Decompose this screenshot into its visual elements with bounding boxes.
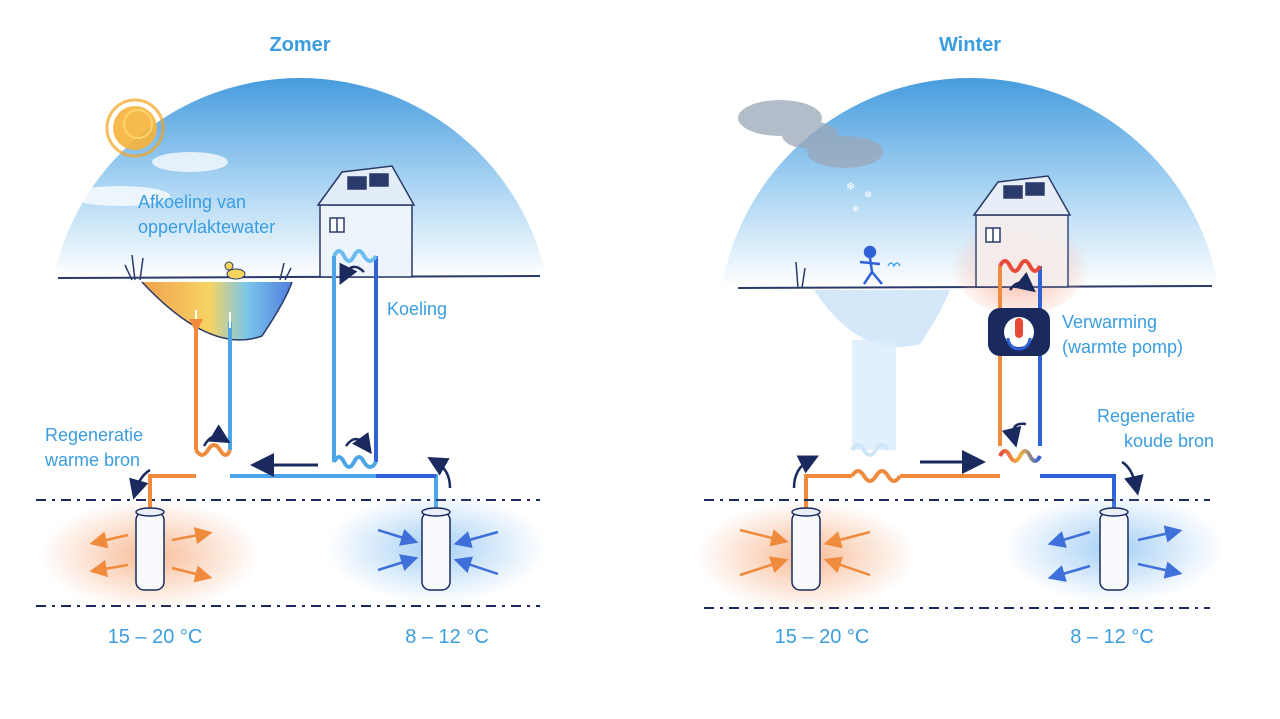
winter-up-arrow [792, 455, 819, 489]
frozen-pond-pipes [852, 340, 896, 450]
skater-icon [859, 245, 901, 285]
winter-panel: Winter ❄ ❄ ❄ [696, 34, 1224, 648]
heating-arrow-top [1008, 271, 1036, 293]
warm-inflow-arrows [739, 528, 871, 577]
cold-well [421, 507, 451, 591]
frozen-pond [814, 290, 950, 347]
cooling-loop-arrow-top [339, 262, 365, 285]
cloud-icon [738, 100, 883, 168]
summer-title: Zomer [269, 34, 330, 56]
winter-regen-line1: Regeneratie [1097, 406, 1195, 426]
summer-down-arrow [129, 468, 151, 500]
cold-inflow-arrows [377, 528, 499, 576]
reeds-icon [124, 254, 292, 281]
summer-regen-line2: warme bron [44, 450, 140, 470]
summer-cold-temp: 8 – 12 °C [405, 626, 489, 648]
summer-warm-temp: 15 – 20 °C [108, 626, 203, 648]
winter-down-arrow [1121, 460, 1144, 496]
heating-label-line2: (warmte pomp) [1062, 337, 1183, 357]
house-icon [316, 165, 416, 278]
cooling-loop-arrow-bottom [344, 432, 372, 455]
duck-icon [224, 261, 246, 280]
warm-well [135, 507, 165, 591]
cold-outflow-arrows [1047, 525, 1183, 582]
summer-ground-line [57, 275, 541, 279]
summer-up-arrow [427, 457, 452, 489]
pond-label-line1: Afkoeling van [138, 192, 246, 212]
summer-panel: Zomer [36, 34, 552, 648]
svg-text:❄: ❄ [846, 180, 855, 193]
winter-cold-temp: 8 – 12 °C [1070, 626, 1154, 648]
sun-icon [105, 98, 165, 158]
cooling-label: Koeling [387, 299, 447, 319]
reeds-icon [795, 261, 806, 289]
pond-label-line2: oppervlaktewater [138, 217, 275, 237]
pond-loop-arrow [202, 424, 231, 447]
cold-well [1099, 507, 1129, 591]
winter-regen-line2: koude bron [1124, 431, 1214, 451]
heating-label-line1: Verwarming [1062, 312, 1157, 332]
svg-text:❄: ❄ [852, 205, 860, 215]
snowflake-icon: ❄ ❄ ❄ [846, 180, 872, 215]
pond-pipes [194, 322, 232, 457]
warm-outflow-arrows [89, 527, 213, 583]
svg-text:❄: ❄ [864, 190, 872, 201]
heating-arrow-bottom [1001, 422, 1027, 448]
summer-sky [48, 78, 552, 277]
cloud-icon [70, 152, 228, 206]
warm-well [791, 507, 821, 591]
cooling-loop [332, 249, 378, 469]
winter-title: Winter [939, 34, 1001, 56]
summer-regen-line1: Regeneratie [45, 425, 143, 445]
heat-pump-icon [988, 308, 1050, 356]
winter-warm-temp: 15 – 20 °C [775, 626, 870, 648]
pond [142, 282, 292, 340]
